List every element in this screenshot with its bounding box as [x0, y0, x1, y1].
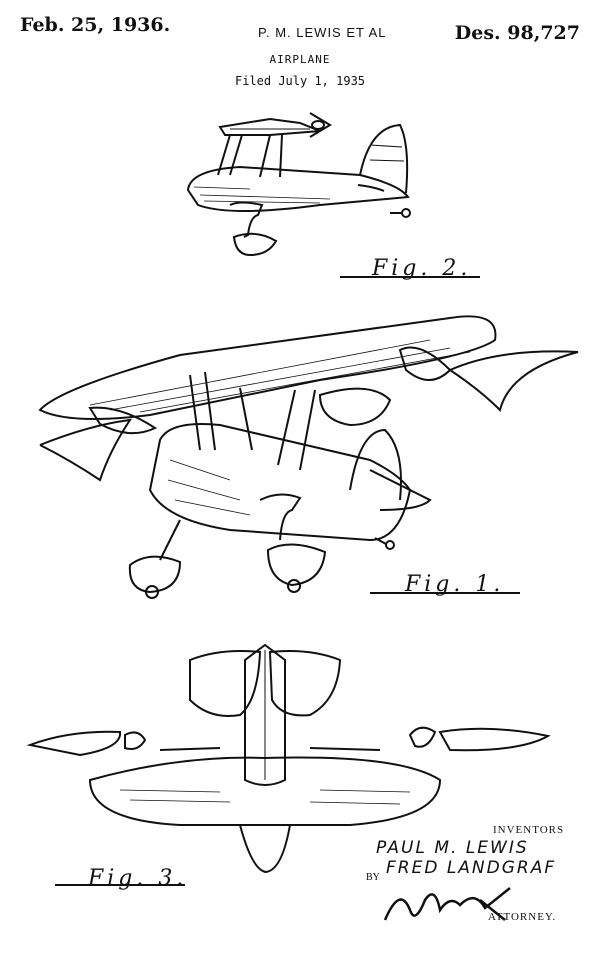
fig1-label: Fig. 1.: [405, 572, 505, 597]
inventors-header: P. M. LEWIS ET AL: [258, 25, 387, 40]
patent-title: AIRPLANE: [269, 53, 331, 66]
fig1-drawing: [38, 315, 579, 599]
fig1-underline: [370, 592, 520, 594]
by-label: BY: [366, 872, 380, 883]
fig2-underline: [340, 276, 480, 278]
patent-number: Des. 98,727: [454, 22, 580, 44]
inventors-label: INVENTORS: [493, 824, 565, 836]
inventor-2-name: FRED LANDGRAF: [386, 858, 557, 878]
inventor-1-name: PAUL M. LEWIS: [376, 838, 529, 858]
fig3-underline: [55, 884, 185, 886]
fig2-label: Fig. 2.: [372, 256, 472, 281]
attorney-label: ATTORNEY.: [488, 911, 557, 923]
fig3-label: Fig. 3.: [88, 866, 188, 891]
patent-date: Feb. 25, 1936.: [20, 14, 171, 36]
filed-date: Filed July 1, 1935: [234, 74, 366, 88]
fig2-drawing: [186, 112, 411, 257]
fig3-drawing: [26, 643, 551, 874]
attorney-signature: [383, 887, 511, 921]
